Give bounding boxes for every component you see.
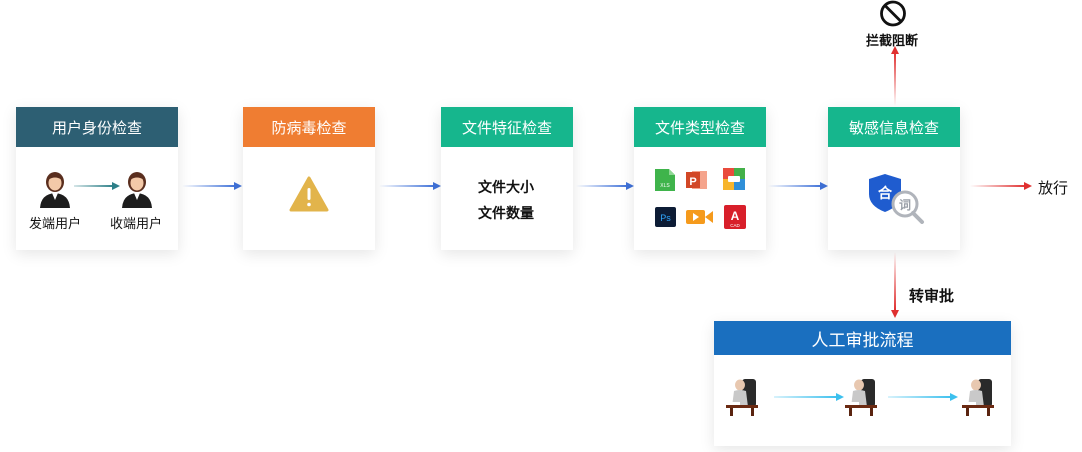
- step-identity-title: 用户身份检查: [16, 107, 178, 147]
- cad-file-icon: A CAD: [724, 205, 746, 229]
- video-file-icon: [686, 210, 713, 224]
- flow-arrow-1: [182, 182, 242, 190]
- xls-file-icon: XLS: [655, 169, 675, 191]
- shield-char: 合: [878, 185, 893, 202]
- pass-label: 放行: [1038, 179, 1069, 197]
- reviewer-3-icon: [962, 379, 994, 416]
- sender-label: 发端用户: [29, 217, 82, 232]
- archive-file-icon: [723, 168, 745, 190]
- ppt-label: P: [689, 176, 696, 188]
- warning-icon: [289, 176, 329, 212]
- review-process-title: 人工审批流程: [714, 321, 1011, 355]
- cad-letter: A: [731, 209, 740, 223]
- review-label: 转审批: [909, 287, 955, 305]
- step-antivirus-card: 防病毒检查: [243, 107, 375, 250]
- review-arrow-2: [888, 393, 958, 401]
- sender-to-receiver-arrow: [74, 182, 120, 190]
- flow-arrow-2: [379, 182, 441, 190]
- flow-arrow-4: [768, 182, 828, 190]
- receiver-user-icon: [122, 172, 152, 208]
- block-label: 拦截阻断: [866, 34, 919, 49]
- xls-label: XLS: [660, 183, 670, 189]
- feature-size-label: 文件大小: [478, 180, 534, 196]
- step-features-title: 文件特征检查: [441, 107, 573, 147]
- step-antivirus-title: 防病毒检查: [243, 107, 375, 147]
- feature-count-label: 文件数量: [478, 206, 534, 222]
- cad-label: CAD: [730, 223, 740, 228]
- step-features-card: 文件特征检查: [441, 107, 573, 250]
- block-arrow: [891, 46, 899, 106]
- step-filetype-title: 文件类型检查: [634, 107, 766, 147]
- ps-file-icon: Ps: [655, 207, 676, 227]
- flow-arrow-3: [576, 182, 634, 190]
- review-arrow: [891, 252, 899, 318]
- sensitive-scan-icon: 合 词: [869, 174, 924, 224]
- step-sensitive-card: 敏感信息检查: [828, 107, 960, 250]
- reviewer-1-icon: [726, 379, 758, 416]
- review-arrow-1: [774, 393, 844, 401]
- word-char: 词: [899, 198, 911, 212]
- pass-arrow: [970, 182, 1032, 190]
- receiver-label: 收端用户: [110, 217, 163, 232]
- step-sensitive-title: 敏感信息检查: [828, 107, 960, 147]
- ppt-file-icon: P: [686, 171, 707, 189]
- ps-label: Ps: [660, 213, 671, 223]
- sender-user-icon: [40, 172, 70, 208]
- step-identity-card: 用户身份检查: [16, 107, 178, 250]
- reviewer-2-icon: [845, 379, 877, 416]
- block-icon: [880, 0, 906, 27]
